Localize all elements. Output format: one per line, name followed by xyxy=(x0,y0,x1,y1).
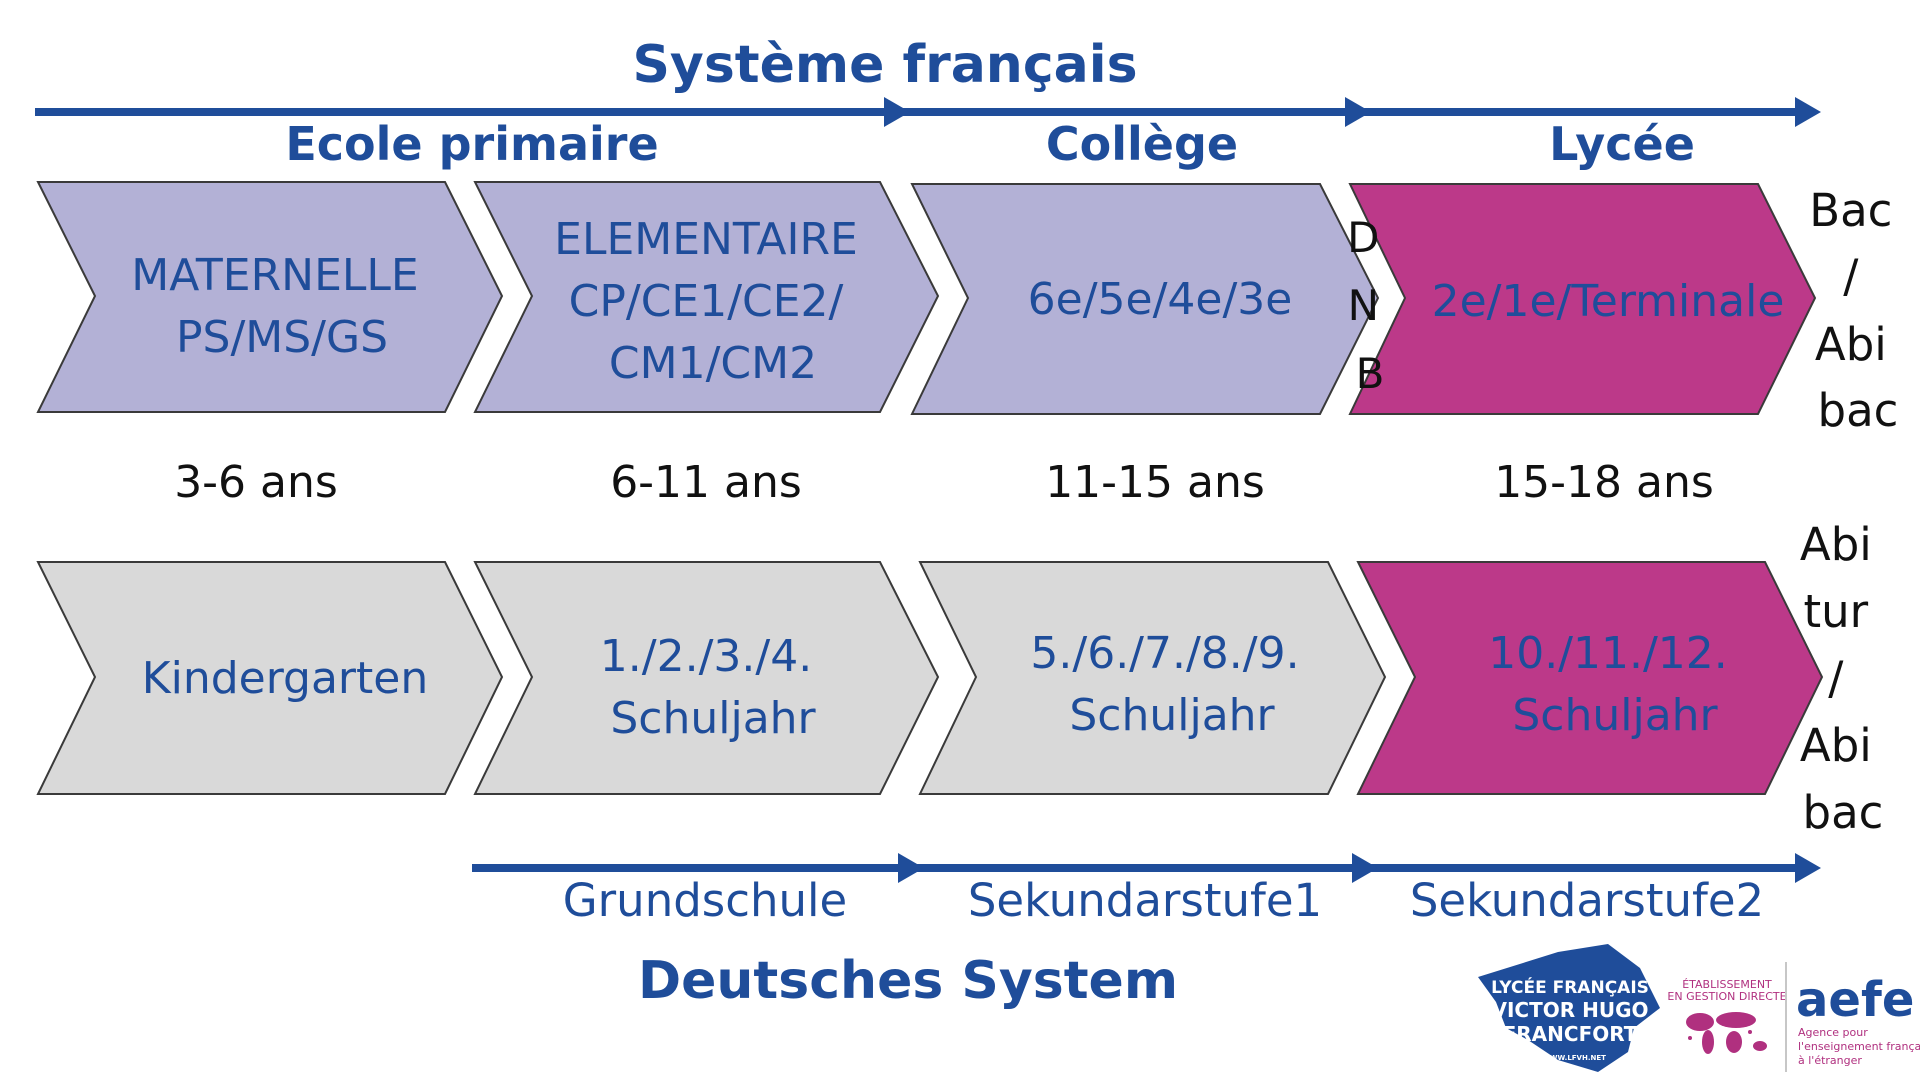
aefe-tagline: à l'étranger xyxy=(1798,1054,1862,1067)
chevron-line: ELEMENTAIRE xyxy=(554,214,858,265)
german-chevron-kindergarten: Kindergarten xyxy=(36,561,504,795)
chevron-shape xyxy=(473,561,940,795)
aefe-tagline: l'enseignement français xyxy=(1798,1040,1920,1053)
exam-line: tur xyxy=(1804,585,1869,638)
stage-label-lycee: Lycée xyxy=(1549,117,1695,171)
german-chevron-sekundarstufe2: 10./11./12. Schuljahr xyxy=(1356,561,1824,795)
chevron-text: MATERNELLE PS/MS/GS xyxy=(131,250,432,363)
chevron-line: MATERNELLE xyxy=(131,250,418,301)
dnb-letter: B xyxy=(1356,349,1385,398)
exam-line: bac xyxy=(1803,786,1884,839)
chevron-line: 1./2./3./4. xyxy=(600,631,812,682)
aefe-logo: ÉTABLISSEMENT EN GESTION DIRECTE aefe Ag… xyxy=(1667,962,1920,1072)
chevron-line: 6e/5e/4e/3e xyxy=(1028,274,1293,325)
dnb-label: D N B xyxy=(1347,213,1393,398)
chevron-line: 10./11./12. xyxy=(1488,628,1728,679)
french-system-title: Système français xyxy=(632,35,1137,95)
chevron-text: ELEMENTAIRE CP/CE1/CE2/ CM1/CM2 xyxy=(554,214,872,389)
chevron-text: Kindergarten xyxy=(142,653,428,704)
chevron-text: 1./2./3./4. Schuljahr xyxy=(600,631,826,744)
french-chevron-college: 6e/5e/4e/3e xyxy=(910,183,1380,415)
arrowhead-icon xyxy=(898,853,924,883)
exam-line: Bac xyxy=(1809,184,1892,237)
world-map-icon xyxy=(1686,1012,1767,1054)
german-chevron-sekundarstufe1: 5./6./7./8./9. Schuljahr xyxy=(918,561,1387,795)
chevron-line: 2e/1e/Terminale xyxy=(1432,276,1785,327)
german-final-exam: Abi tur / Abi bac xyxy=(1800,518,1886,839)
exam-line: bac xyxy=(1818,384,1899,437)
dnb-letter: D xyxy=(1347,213,1379,262)
logo-text: VICTOR HUGO xyxy=(1491,998,1648,1022)
arrowhead-icon xyxy=(1795,97,1821,127)
french-final-exam: Bac / Abi bac xyxy=(1809,184,1907,437)
arrowhead-icon xyxy=(1352,853,1378,883)
chevron-line: CM1/CM2 xyxy=(609,338,817,389)
chevron-line: Kindergarten xyxy=(142,653,428,704)
logo-badge-shape xyxy=(1478,944,1660,1072)
stage-label-grundschule: Grundschule xyxy=(563,874,847,927)
french-timeline-arrow xyxy=(35,97,1821,127)
aefe-badge-text: EN GESTION DIRECTE xyxy=(1667,990,1786,1003)
age-label-11-15: 11-15 ans xyxy=(1045,457,1265,508)
arrowhead-icon xyxy=(884,97,910,127)
age-label-15-18: 15-18 ans xyxy=(1494,457,1714,508)
aefe-wordmark: aefe xyxy=(1796,972,1914,1028)
lycee-victor-hugo-logo: LYCÉE FRANÇAIS VICTOR HUGO FRANCFORT WWW… xyxy=(1478,944,1660,1072)
chevron-shape xyxy=(918,561,1387,795)
chevron-line: 5./6./7./8./9. xyxy=(1030,628,1299,679)
chevron-line: CP/CE1/CE2/ xyxy=(569,276,844,327)
exam-line: / xyxy=(1828,652,1844,705)
age-label-3-6: 3-6 ans xyxy=(174,457,338,508)
stage-label-college: Collège xyxy=(1046,117,1238,171)
chevron-line: PS/MS/GS xyxy=(176,312,388,363)
dnb-letter: N xyxy=(1348,281,1379,330)
exam-line: Abi xyxy=(1800,719,1872,772)
logo-url: WWW.LFVH.NET xyxy=(1542,1054,1606,1062)
german-system-title: Deutsches System xyxy=(638,951,1178,1011)
chevron-line: Schuljahr xyxy=(1512,690,1718,741)
french-chevron-lycee: 2e/1e/Terminale xyxy=(1348,183,1817,415)
logo-text: LYCÉE FRANÇAIS xyxy=(1491,976,1649,998)
stage-label-ecole-primaire: Ecole primaire xyxy=(285,117,658,171)
exam-line: Abi xyxy=(1800,518,1872,571)
chevron-shape xyxy=(1356,561,1824,795)
chevron-text: 5./6./7./8./9. Schuljahr xyxy=(1030,628,1313,741)
exam-line: Abi xyxy=(1815,318,1887,371)
stage-label-sekundarstufe1: Sekundarstufe1 xyxy=(968,874,1322,927)
exam-line: / xyxy=(1843,250,1859,303)
chevron-shape xyxy=(473,181,940,413)
german-chevron-grundschule: 1./2./3./4. Schuljahr xyxy=(473,561,940,795)
chevron-shape xyxy=(36,561,504,795)
arrowhead-icon xyxy=(1345,97,1371,127)
chevron-line: Schuljahr xyxy=(610,693,816,744)
german-timeline-arrow xyxy=(472,853,1821,883)
chevron-text: 10./11./12. Schuljahr xyxy=(1488,628,1742,741)
chevron-shape xyxy=(910,183,1380,415)
age-label-6-11: 6-11 ans xyxy=(610,457,802,508)
aefe-badge-text: ÉTABLISSEMENT xyxy=(1682,978,1772,991)
chevron-text: 2e/1e/Terminale xyxy=(1432,276,1785,327)
arrowhead-icon xyxy=(1795,853,1821,883)
chevron-shape xyxy=(1348,183,1817,415)
aefe-tagline: Agence pour xyxy=(1798,1026,1868,1039)
stage-label-sekundarstufe2: Sekundarstufe2 xyxy=(1410,874,1764,927)
chevron-text: 6e/5e/4e/3e xyxy=(1028,274,1293,325)
logo-text: FRANCFORT xyxy=(1503,1022,1638,1046)
french-chevron-maternelle: MATERNELLE PS/MS/GS xyxy=(36,181,504,413)
chevron-shape xyxy=(36,181,504,413)
chevron-line: Schuljahr xyxy=(1069,690,1275,741)
french-chevron-elementaire: ELEMENTAIRE CP/CE1/CE2/ CM1/CM2 xyxy=(473,181,940,413)
